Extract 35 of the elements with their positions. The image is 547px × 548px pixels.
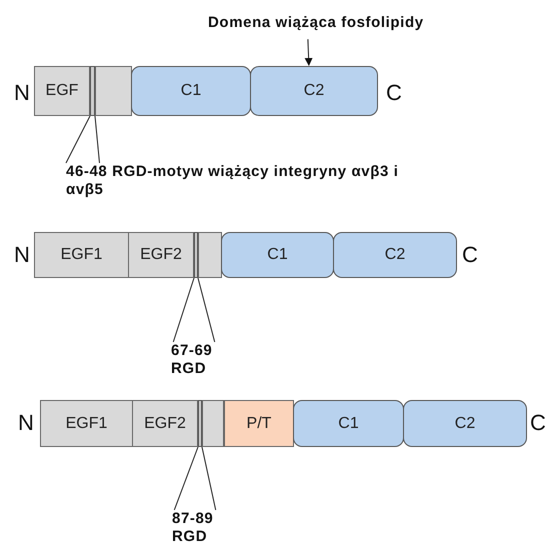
annotation-text: Domena wiążąca fosfolipidy [208, 14, 478, 32]
domain-box: C1 [131, 66, 251, 116]
motif-bar [198, 400, 202, 447]
domain-box: C1 [221, 232, 334, 278]
leader-line [172, 278, 194, 342]
domain-box: C1 [293, 400, 404, 447]
annotation-text: 67-69 RGD [171, 342, 217, 378]
motif-bar [194, 232, 198, 278]
leader-line [202, 446, 216, 510]
terminus-label: C [530, 410, 546, 436]
arrow [304, 38, 313, 66]
leader-line [94, 116, 100, 164]
motif-bar [90, 66, 95, 116]
domain-box [198, 232, 222, 278]
leader-line [198, 278, 216, 342]
domain-box: EGF1 [34, 232, 129, 278]
terminus-label: C [462, 242, 478, 268]
domain-box: EGF2 [132, 400, 198, 447]
domain-box: EGF2 [128, 232, 194, 278]
domain-box: P/T [224, 400, 294, 447]
domain-box [95, 66, 132, 116]
terminus-label: N [14, 80, 30, 106]
leader-line [174, 446, 198, 510]
annotation-text: 87-89 RGD [172, 510, 218, 546]
domain-box: EGF1 [40, 400, 133, 447]
terminus-label: N [18, 410, 34, 436]
domain-box: C2 [250, 66, 378, 116]
terminus-label: C [386, 80, 402, 106]
domain-box: C2 [333, 232, 457, 278]
domain-box: EGF [34, 66, 90, 116]
domain-box [202, 400, 224, 447]
annotation-text: 46-48 RGD-motyw wiążący integryny αvβ3 i αvβ5 [66, 163, 401, 199]
terminus-label: N [14, 242, 30, 268]
domain-box: C2 [403, 400, 527, 447]
leader-line [66, 116, 90, 164]
